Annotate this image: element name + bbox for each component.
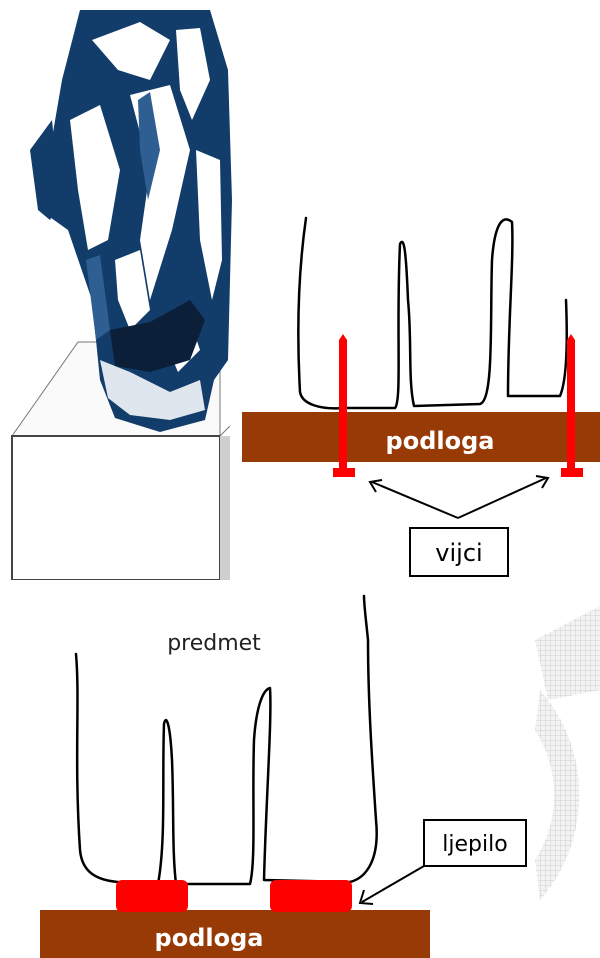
- watermark-arc: [535, 606, 600, 900]
- adhesive-diagram: [40, 596, 526, 958]
- adhesive-right: [270, 880, 352, 912]
- callout-label-adhesive: ljepilo: [442, 832, 507, 857]
- screws-diagram: [242, 218, 600, 576]
- arrow-to-adhesive: [360, 866, 424, 904]
- adhesive-left: [116, 880, 188, 912]
- base-label-top: podloga: [386, 427, 495, 455]
- base-label-bottom: podloga: [155, 924, 264, 952]
- statue-illustration: [12, 10, 232, 580]
- object-label: predmet: [167, 631, 261, 656]
- object-outline-top: [298, 218, 566, 408]
- callout-label-screws: vijci: [435, 539, 482, 567]
- arrow-to-screws: [370, 476, 548, 518]
